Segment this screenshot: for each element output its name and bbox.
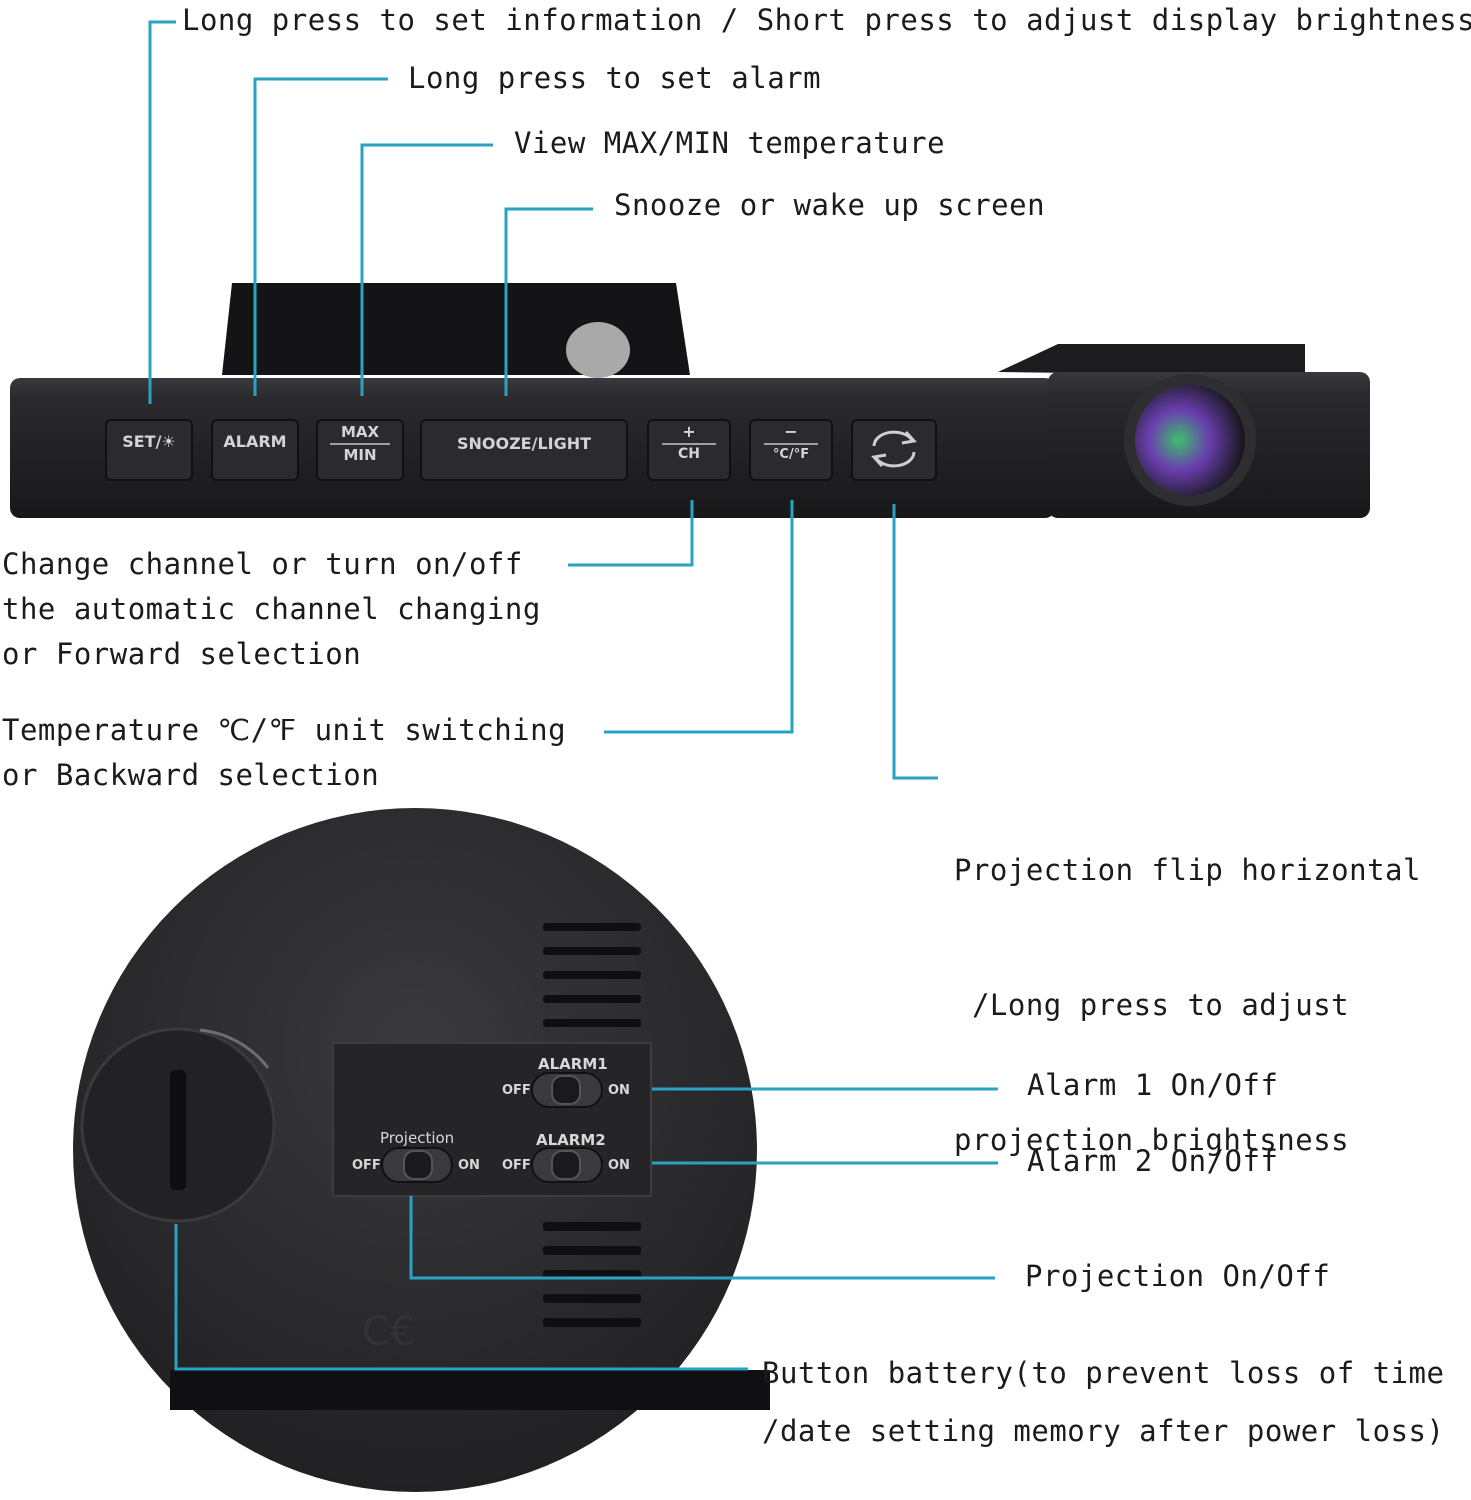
- plus-label: +: [682, 422, 696, 441]
- cf-label: °C/°F: [772, 447, 810, 462]
- callout-unit-line1: Temperature ℃/℉ unit switching: [2, 713, 567, 747]
- battery-slot: [170, 1070, 186, 1190]
- callout-flip-line3: projection brightsness: [954, 1123, 1350, 1157]
- projector-lens: [1135, 385, 1245, 495]
- alarm2-on: ON: [608, 1158, 630, 1173]
- min-label: MIN: [343, 446, 377, 464]
- callout-set: Long press to set information / Short pr…: [182, 3, 1471, 37]
- svg-text:C€: C€: [362, 1309, 415, 1355]
- callout-snooze: Snooze or wake up screen: [614, 188, 1046, 222]
- projection-off: OFF: [352, 1158, 381, 1173]
- projector-top: [998, 344, 1305, 376]
- ch-label: CH: [678, 446, 700, 462]
- callout-battery: Button battery(to prevent loss of time /…: [762, 1344, 1444, 1460]
- stand-base: [170, 1370, 770, 1410]
- callout-alarm1: Alarm 1 On/Off: [1027, 1068, 1279, 1102]
- callout-projection: Projection On/Off: [1025, 1259, 1331, 1293]
- callout-channel-line2: the automatic channel changing: [2, 592, 541, 626]
- callout-channel-line1: Change channel or turn on/off: [2, 547, 523, 581]
- callout-unit-line2: or Backward selection: [2, 758, 380, 792]
- callout-flip-line1: Projection flip horizontal: [954, 853, 1421, 887]
- refresh-icon: [871, 430, 917, 468]
- light-sensor: [566, 322, 630, 378]
- callout-alarm2: Alarm 2 On/Off: [1027, 1144, 1279, 1178]
- alarm2-off: OFF: [502, 1158, 531, 1173]
- minus-label: −: [784, 422, 798, 441]
- callout-channel-line3: or Forward selection: [2, 637, 362, 671]
- callout-battery-line2: /date setting memory after power loss): [762, 1414, 1445, 1448]
- alarm1-switch-label: ALARM1: [538, 1055, 608, 1073]
- callout-unit: Temperature ℃/℉ unit switching or Backwa…: [2, 708, 566, 798]
- snooze-light-button: SNOOZE/LIGHT: [456, 434, 592, 453]
- callout-alarm: Long press to set alarm: [408, 61, 822, 95]
- callout-channel: Change channel or turn on/off the automa…: [2, 542, 541, 677]
- front-buttons: [105, 419, 937, 481]
- max-label: MAX: [340, 423, 380, 441]
- projection-switch-label: Projection: [380, 1129, 455, 1147]
- alarm-button: ALARM: [223, 432, 287, 451]
- callout-flip-line2: /Long press to adjust: [954, 988, 1350, 1022]
- alarm1-on: ON: [608, 1083, 630, 1098]
- alarm1-off: OFF: [502, 1083, 531, 1098]
- callout-maxmin: View MAX/MIN temperature: [514, 126, 946, 160]
- projection-on: ON: [458, 1158, 480, 1173]
- callout-battery-line1: Button battery(to prevent loss of time: [762, 1356, 1445, 1390]
- callout-projection-flip: Projection flip horizontal /Long press t…: [954, 758, 1421, 1208]
- alarm2-switch-label: ALARM2: [536, 1131, 606, 1149]
- set-button: SET/☀: [122, 432, 176, 451]
